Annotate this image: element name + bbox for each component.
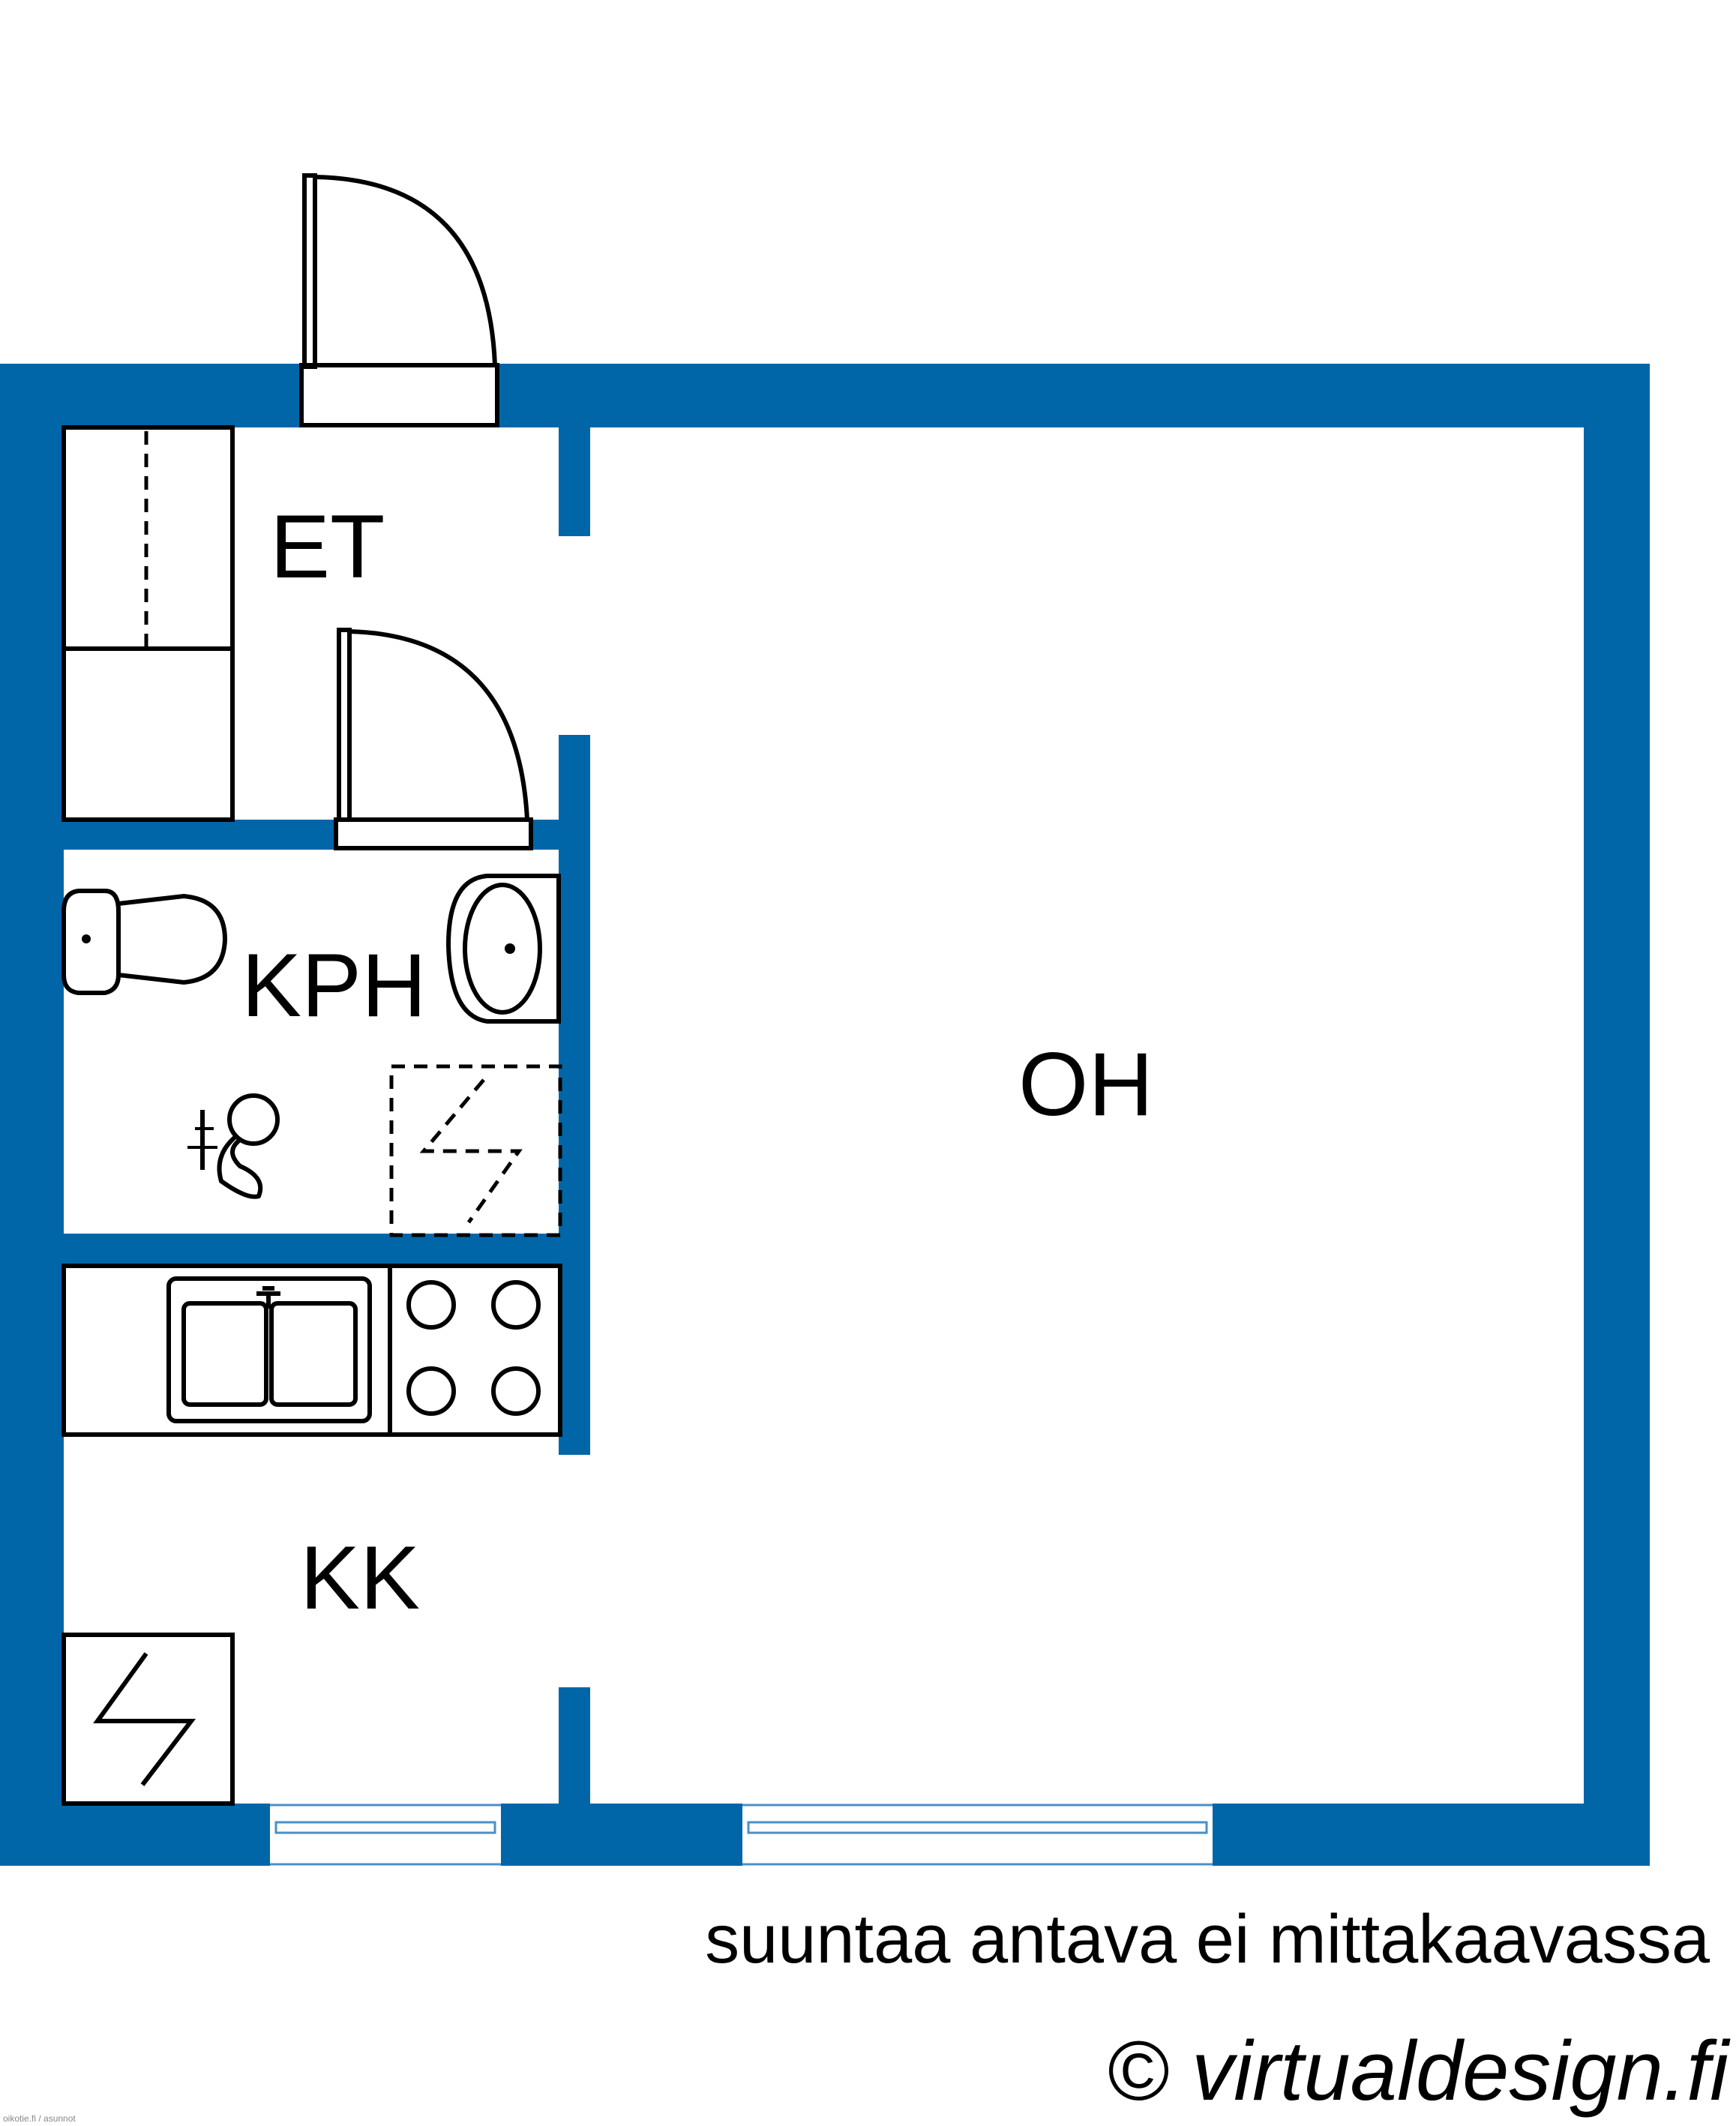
shower-head [227, 1093, 280, 1146]
sink-basin-left [181, 1301, 268, 1407]
scale-note: suuntaa antava ei mittakaavassa [705, 1901, 1711, 1978]
fridge-outline [61, 1633, 235, 1806]
watermark-text: oikotie.fi / asunnot [3, 2113, 76, 2124]
wall-bottom-mid [501, 1804, 742, 1866]
toilet-bowl [118, 893, 228, 985]
interior-walls [64, 427, 590, 1804]
washbasin-drain [505, 943, 515, 954]
fridge-symbol [93, 1652, 196, 1786]
toilet-icon [61, 889, 228, 995]
room-label-oh: OH [1018, 1034, 1153, 1135]
wall-kph-kk [64, 1234, 559, 1264]
counter-top [61, 1264, 562, 1437]
room-label-kph: KPH [241, 935, 427, 1036]
copyright-text: © virtualdesign.fi [1106, 2024, 1731, 2118]
toilet-flush [82, 934, 91, 943]
bathroom-door [334, 628, 533, 850]
washbasin-bowl [463, 883, 542, 1015]
sink-outer [166, 1276, 372, 1423]
stove-burner-3 [406, 1366, 456, 1416]
entrance-door [299, 173, 499, 427]
outer-walls [0, 364, 1650, 1866]
window-kitchen [270, 1804, 501, 1866]
bathroom-door-frame [334, 817, 533, 850]
stove-burner-4 [491, 1366, 541, 1416]
wall-right [1584, 364, 1650, 1866]
fridge-unit [61, 1633, 235, 1806]
wardrobe-lower [61, 646, 235, 822]
room-label-et: ET [270, 496, 385, 597]
washing-machine-symbol [419, 1078, 523, 1224]
windows [270, 1804, 1213, 1866]
sink-faucet-icon [256, 1286, 280, 1309]
partition-middle [559, 735, 590, 1455]
kitchen-counter [61, 1264, 562, 1437]
toilet-tank [61, 889, 121, 995]
entrance-door-swing [314, 175, 497, 366]
wall-top-right [499, 364, 1650, 427]
stove-burner-1 [406, 1280, 456, 1330]
wall-et-kph [64, 820, 335, 850]
entrance-door-leaf [302, 173, 317, 369]
entrance-door-frame [299, 363, 499, 427]
wardrobe [61, 425, 235, 822]
washing-machine-spot [389, 1064, 562, 1237]
wall-bottom-right [1213, 1804, 1650, 1866]
partition-upper-stub [559, 427, 590, 536]
washbasin-icon [445, 874, 561, 1024]
sink-basin-right [269, 1301, 358, 1407]
bathroom-door-swing [349, 629, 529, 820]
wall-left [0, 364, 64, 1866]
shower-icon [187, 1093, 280, 1199]
wall-bottom-left [0, 1804, 270, 1866]
washing-machine-outline [389, 1064, 562, 1237]
wall-et-kph-right [532, 820, 562, 850]
partition-lower-stub [559, 1687, 590, 1804]
stove-burner-2 [491, 1280, 541, 1330]
washbasin-body [445, 874, 561, 1024]
room-label-kk: KK [300, 1528, 420, 1628]
window-living [742, 1804, 1213, 1866]
bathroom-door-leaf [337, 628, 352, 822]
shower-hose [217, 1134, 263, 1199]
